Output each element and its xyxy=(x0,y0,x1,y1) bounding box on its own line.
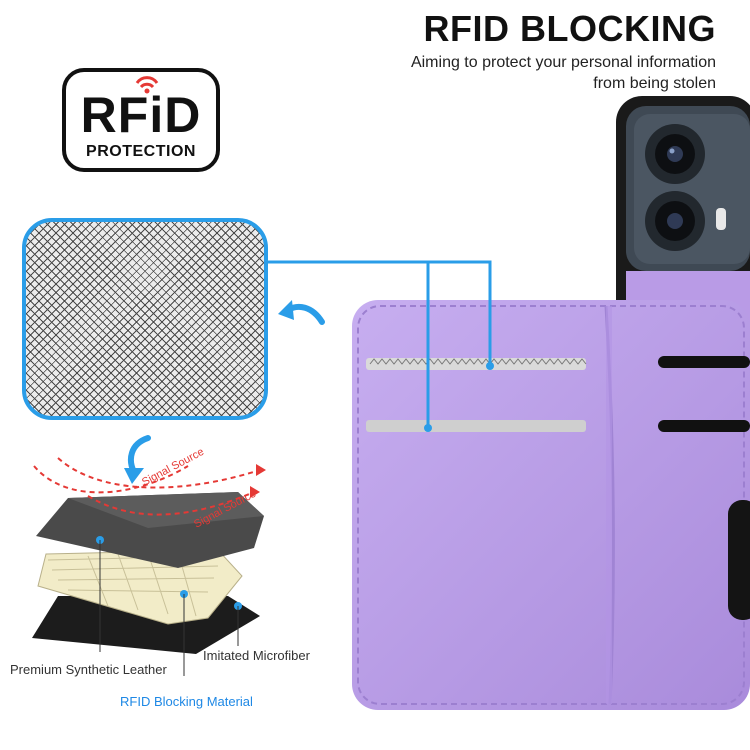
wallet-case-illustration xyxy=(352,300,750,710)
subtitle-line-2: from being stolen xyxy=(593,75,716,92)
rfid-protection-badge: RFiD PROTECTION xyxy=(62,68,220,172)
rfid-mesh-swatch xyxy=(22,218,268,420)
page-title: RFID BLOCKING xyxy=(423,8,716,49)
phone-camera-illustration xyxy=(616,96,750,326)
label-synthetic-leather: Premium Synthetic Leather xyxy=(10,662,167,677)
rfid-logo-word: RFiD xyxy=(80,87,202,143)
curved-arrow-down-icon xyxy=(124,435,151,484)
rfid-logo-caption: PROTECTION xyxy=(86,143,196,160)
wireless-signal-icon xyxy=(135,76,159,94)
curved-arrow-left-icon xyxy=(278,300,325,325)
subtitle-line-1: Aiming to protect your personal informat… xyxy=(410,54,716,71)
label-imitated-microfiber: Imitated Microfiber xyxy=(203,648,310,663)
label-rfid-blocking-material: RFID Blocking Material xyxy=(120,694,253,709)
page-subtitle: Aiming to protect your personal informat… xyxy=(330,52,716,94)
layer-diagram xyxy=(32,457,266,676)
